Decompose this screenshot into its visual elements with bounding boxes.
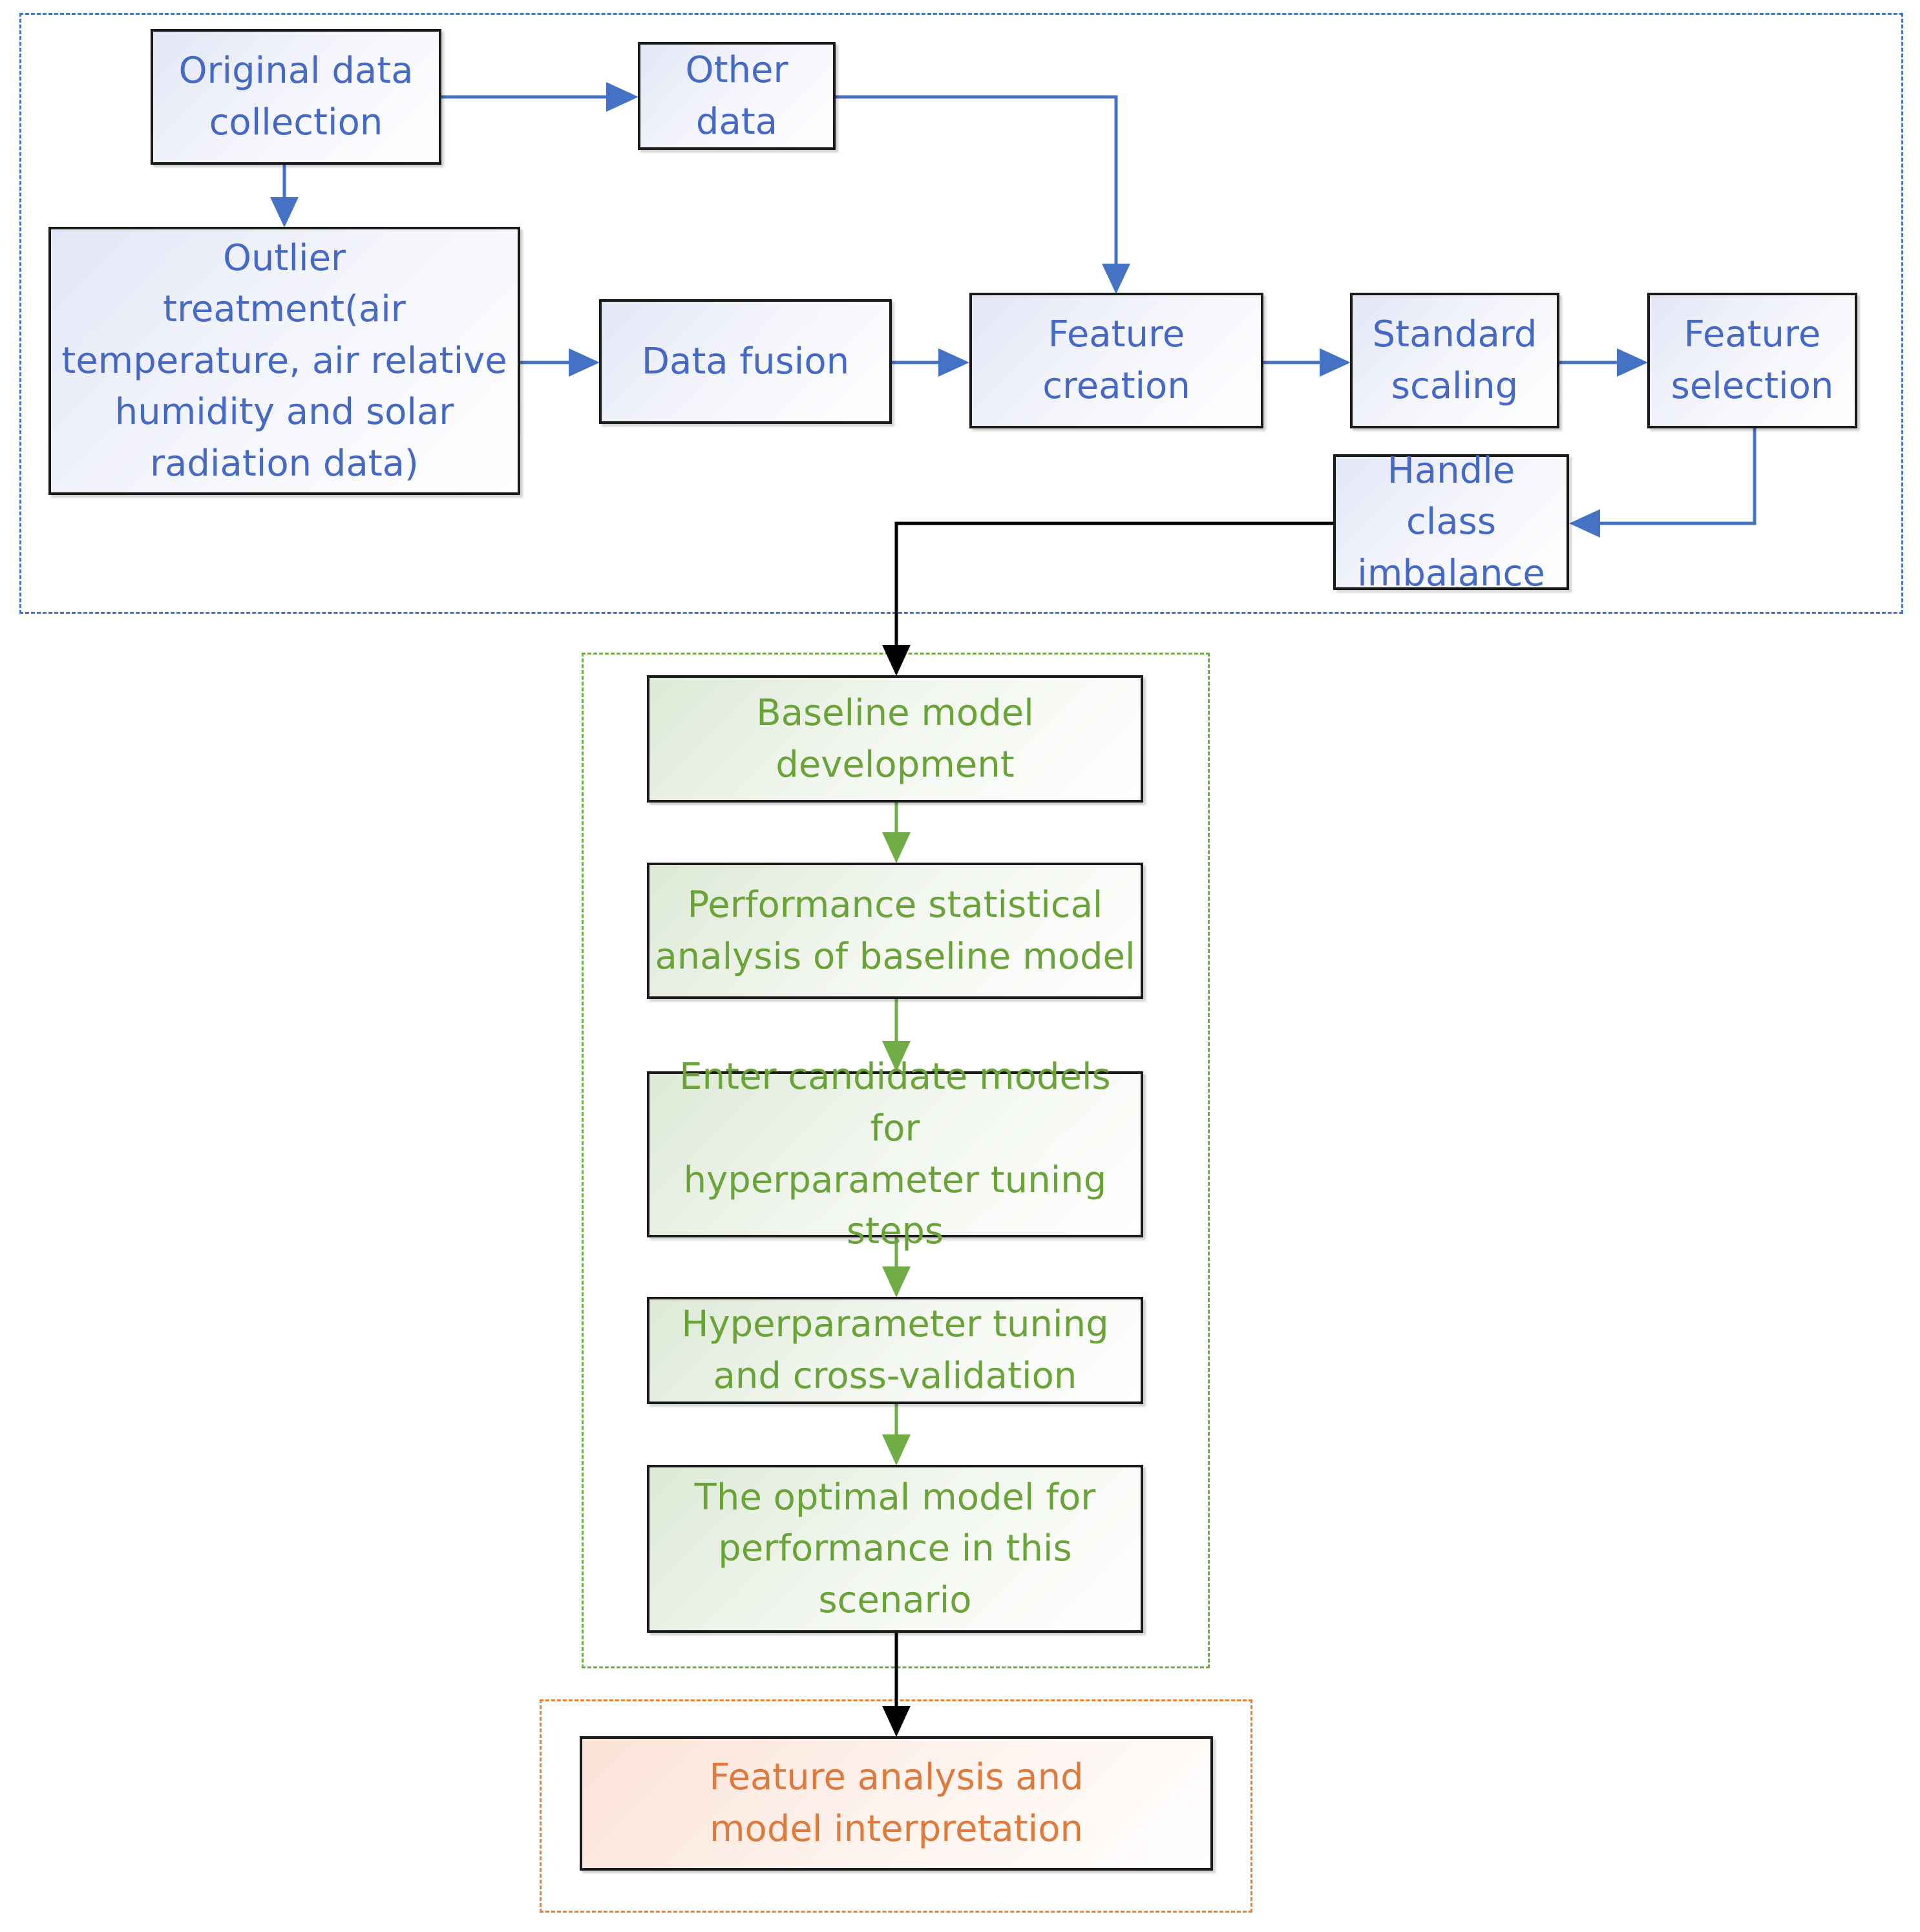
- arrowhead: [882, 1434, 911, 1465]
- node-handle-class-imbalance: Handle class imbalance: [1333, 450, 1569, 594]
- node-original-data-collection: Original data collection: [151, 29, 441, 165]
- arrowhead: [938, 348, 969, 377]
- arrowhead: [1617, 348, 1648, 377]
- arrowhead: [1569, 509, 1600, 538]
- node-outlier-treatment: Outlier treatment(air temperature, air r…: [48, 227, 520, 495]
- arrowhead: [606, 82, 638, 112]
- edge-other-data-to-feature-creation: [836, 95, 1118, 265]
- arrowhead: [882, 1266, 911, 1297]
- node-performance-statistical-analysis: Performance statistical analysis of base…: [647, 863, 1143, 999]
- edge-handle-imbalance-to-baseline: [894, 521, 1335, 646]
- arrowhead: [569, 348, 600, 377]
- arrowhead: [882, 1041, 911, 1072]
- arrowhead: [882, 645, 911, 676]
- arrowhead: [270, 197, 299, 227]
- node-enter-candidate-models: Enter candidate models for hyperparamete…: [647, 1056, 1143, 1252]
- node-hyperparameter-tuning: Hyperparameter tuning and cross-validati…: [647, 1297, 1143, 1404]
- node-feature-analysis: Feature analysis and model interpretatio…: [580, 1736, 1213, 1871]
- node-baseline-model-development: Baseline model development: [647, 675, 1143, 803]
- node-other-data: Other data: [638, 42, 836, 150]
- node-data-fusion: Data fusion: [599, 299, 892, 424]
- arrowhead: [882, 1706, 911, 1737]
- node-feature-creation: Feature creation: [969, 293, 1263, 428]
- node-optimal-model: The optimal model for performance in thi…: [647, 1465, 1143, 1633]
- node-standard-scaling: Standard scaling: [1350, 293, 1559, 428]
- arrowhead: [882, 832, 911, 863]
- node-feature-selection: Feature selection: [1647, 293, 1857, 428]
- edge-feature-selection-to-handle-imbalance: [1598, 428, 1756, 525]
- preprocessing-group-frame: [19, 13, 1903, 614]
- arrowhead: [1320, 348, 1351, 377]
- arrowhead: [1102, 264, 1130, 294]
